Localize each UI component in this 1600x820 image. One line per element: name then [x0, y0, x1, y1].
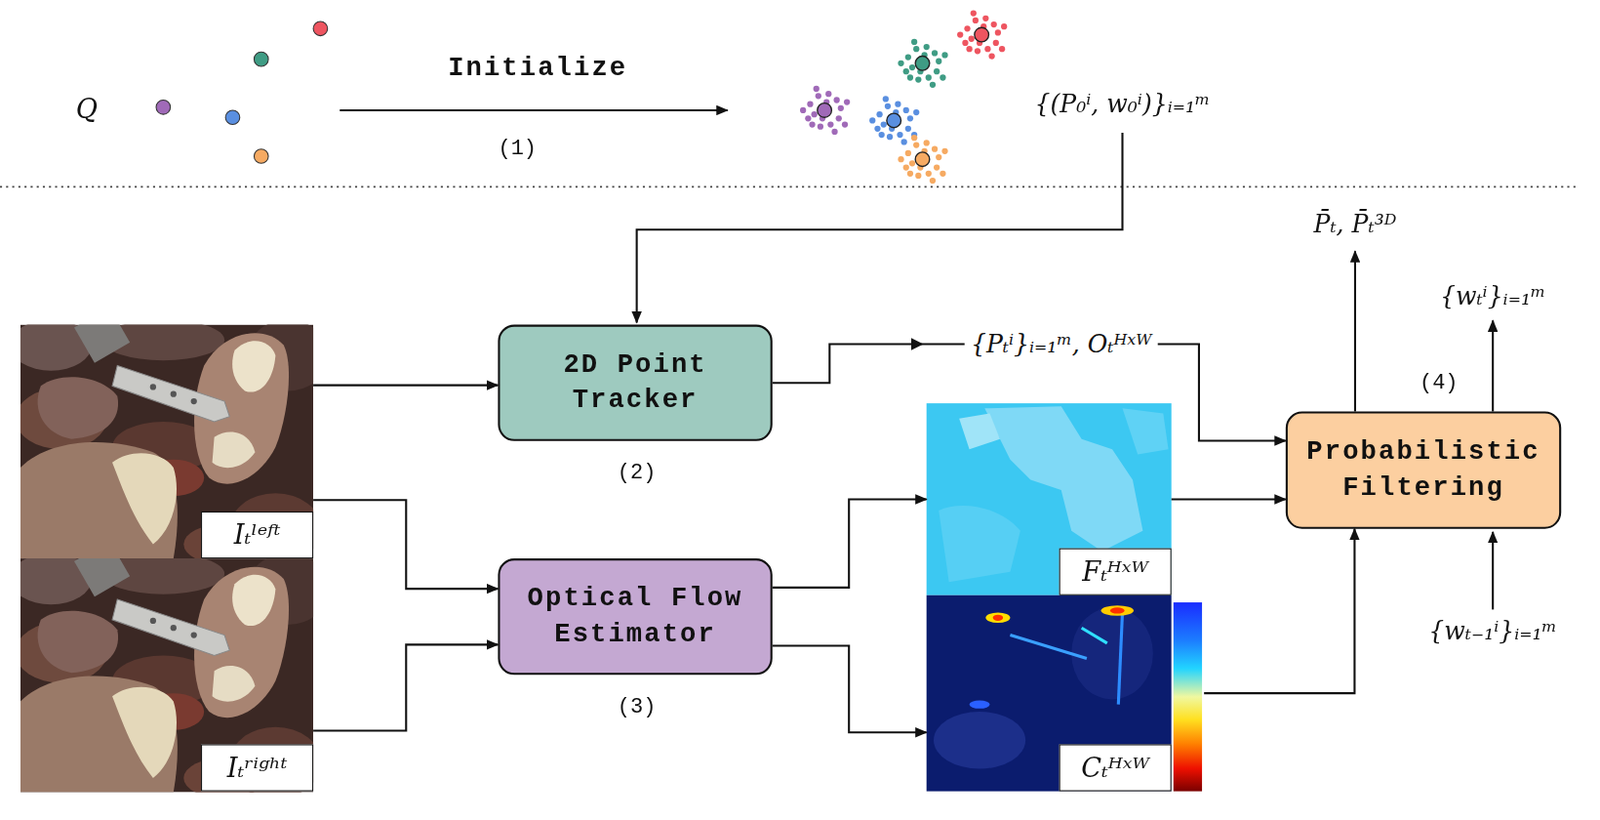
box-label: 2D Point Tracker — [512, 347, 759, 419]
set-symbol: Q — [76, 93, 98, 124]
illustration-detail — [1110, 606, 1125, 613]
camera-image: Iₜˡᵉᶠᵗ — [20, 324, 314, 560]
edge-label: {Pₜⁱ}ᵢ₌₁ᵐ, Oₜᴴˣᵂ — [964, 329, 1159, 359]
query-point — [156, 99, 171, 115]
particle-cluster — [897, 134, 948, 184]
illustration-detail — [1081, 627, 1108, 643]
edge-label-text: {Pₜⁱ}ᵢ₌₁ᵐ, Oₜᴴˣᵂ — [964, 329, 1159, 359]
illustration-detail — [959, 413, 1000, 450]
illustration-detail — [1071, 606, 1154, 699]
step-number-text: (1) — [497, 137, 537, 161]
process-box: 2D Point Tracker — [497, 324, 772, 441]
color-bar — [1173, 601, 1202, 791]
surgical-image — [9, 306, 328, 564]
flow-arrow — [772, 343, 1286, 440]
math-label: {wₜ₋₁ⁱ}ᵢ₌₁ᵐ — [1428, 616, 1558, 645]
output-arrow — [1491, 320, 1494, 411]
step-title-text: Initialize — [447, 52, 628, 83]
math-label-text: {wₜⁱ}ᵢ₌₁ᵐ — [1440, 281, 1546, 311]
query-point — [313, 21, 328, 37]
math-label-text: {wₜ₋₁ⁱ}ᵢ₌₁ᵐ — [1428, 616, 1558, 645]
illustration-detail — [1101, 604, 1134, 615]
process-box: Probabilistic Filtering — [1285, 410, 1561, 528]
flow-map: Fₜᴴˣᵂ — [926, 402, 1172, 596]
image-label: Iₜˡᵉᶠᵗ — [200, 511, 314, 559]
query-point — [253, 149, 269, 164]
illustration-detail — [926, 402, 1172, 596]
flow-arrow — [313, 643, 498, 730]
particle-cluster — [800, 85, 850, 135]
step-number: (4) — [1419, 370, 1459, 395]
image-label: Cₜᴴˣᵂ — [1059, 743, 1172, 791]
query-point — [225, 110, 240, 125]
math-label-text: {(P₀ⁱ, w₀ⁱ)}ᵢ₌₁ᵐ — [1035, 89, 1211, 119]
surgical-image — [9, 540, 328, 799]
illustration-detail — [1121, 407, 1168, 454]
output-arrow — [1354, 250, 1357, 411]
step-number: (3) — [617, 694, 657, 719]
box-label: Probabilistic Filtering — [1299, 434, 1547, 506]
image-label: Iₜʳⁱᵍʰᵗ — [200, 743, 314, 791]
illustration-detail — [985, 612, 1010, 623]
flow-arrow — [1203, 528, 1355, 693]
math-label-text: P̄ₜ, P̄ₜ³ᴰ — [1314, 209, 1398, 239]
illustration-detail — [993, 614, 1003, 621]
flow-arrow — [1171, 497, 1286, 500]
step-number-text: (4) — [1419, 370, 1459, 395]
math-label: P̄ₜ, P̄ₜ³ᴰ — [1314, 209, 1398, 239]
camera-image: Iₜʳⁱᵍʰᵗ — [20, 558, 314, 791]
illustration-detail — [969, 699, 991, 708]
box-label: Optical Flow Estimator — [512, 580, 759, 652]
query-point — [253, 51, 269, 67]
math-label: {wₜⁱ}ᵢ₌₁ᵐ — [1440, 281, 1546, 311]
flow-map-image — [926, 402, 1172, 596]
step-number-text: (3) — [617, 694, 657, 719]
particle-input-arrow — [637, 132, 1123, 323]
particle-cluster — [957, 9, 1007, 59]
confidence-map-image — [926, 595, 1172, 792]
step-title: Initialize — [447, 52, 628, 83]
weight-input-arrow — [1491, 531, 1494, 609]
illustration-detail — [1118, 612, 1122, 705]
flow-arrow — [313, 499, 498, 589]
illustration-detail — [926, 595, 1172, 792]
illustration-detail — [1009, 635, 1086, 659]
step-number-text: (2) — [617, 460, 657, 484]
confidence-map: Cₜᴴˣᵂ — [926, 595, 1204, 792]
flow-arrow — [313, 384, 498, 387]
illustration-detail — [938, 505, 1021, 582]
process-box: Optical Flow Estimator — [497, 558, 772, 675]
particle-cluster — [897, 39, 948, 88]
math-label: {(P₀ⁱ, w₀ⁱ)}ᵢ₌₁ᵐ — [1035, 89, 1211, 119]
step-number: (2) — [617, 460, 657, 484]
separator-line — [0, 186, 1577, 189]
image-label: Fₜᴴˣᵂ — [1059, 548, 1172, 596]
step-number: (1) — [497, 137, 537, 161]
flow-arrow — [772, 498, 927, 587]
illustration-detail — [933, 711, 1026, 769]
flow-arrow — [772, 645, 927, 733]
set-symbol-text: Q — [76, 93, 98, 124]
initialize-arrow — [339, 109, 727, 112]
